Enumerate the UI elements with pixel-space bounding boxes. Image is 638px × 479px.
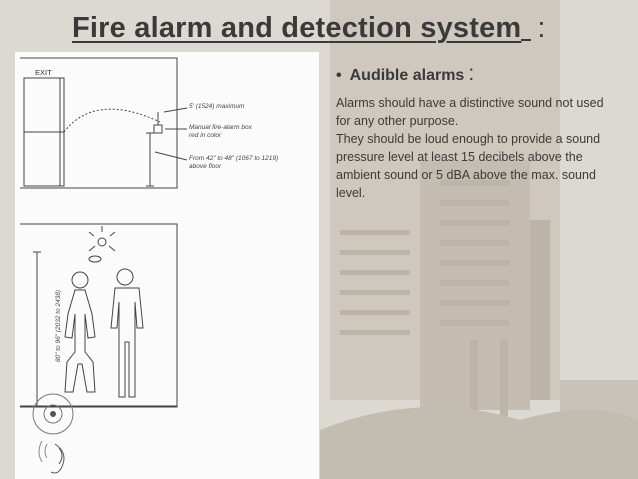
callout-alarm-box-color: red in color [189,132,222,139]
callout-alarm-box: Manual fire-alarm box [189,124,252,131]
title-underline-gap [521,37,532,41]
strobe-height-dimension: 80" to 96" (2032 to 2438) [55,289,63,363]
body-paragraph-1: Alarms should have a distinctive sound n… [336,96,604,128]
accessibility-figure: EXIT 5' (1524) maximum Manual fire-alarm… [15,52,319,479]
callout-max-distance: 5' (1524) maximum [189,103,245,110]
slide-content: • Audible alarms: Alarms should have a di… [336,62,606,202]
callout-mount-height-floor: above floor [189,163,222,170]
bullet-heading: • Audible alarms: [336,62,606,86]
exit-sign-label: EXIT [35,68,52,77]
callout-mount-height: From 42" to 48" (1067 to 1219) [189,155,279,162]
bullet-heading-text: Audible alarms [349,67,465,84]
slide-title-text: Fire alarm and detection system [72,12,522,44]
body-paragraph-2: They should be loud enough to provide a … [336,132,601,200]
bullet-heading-colon: : [468,62,475,85]
bullet-dot: • [336,67,342,84]
slide-title: Fire alarm and detection system: [72,12,546,45]
title-colon: : [537,12,546,44]
fire-alarm-diagram [20,57,188,474]
